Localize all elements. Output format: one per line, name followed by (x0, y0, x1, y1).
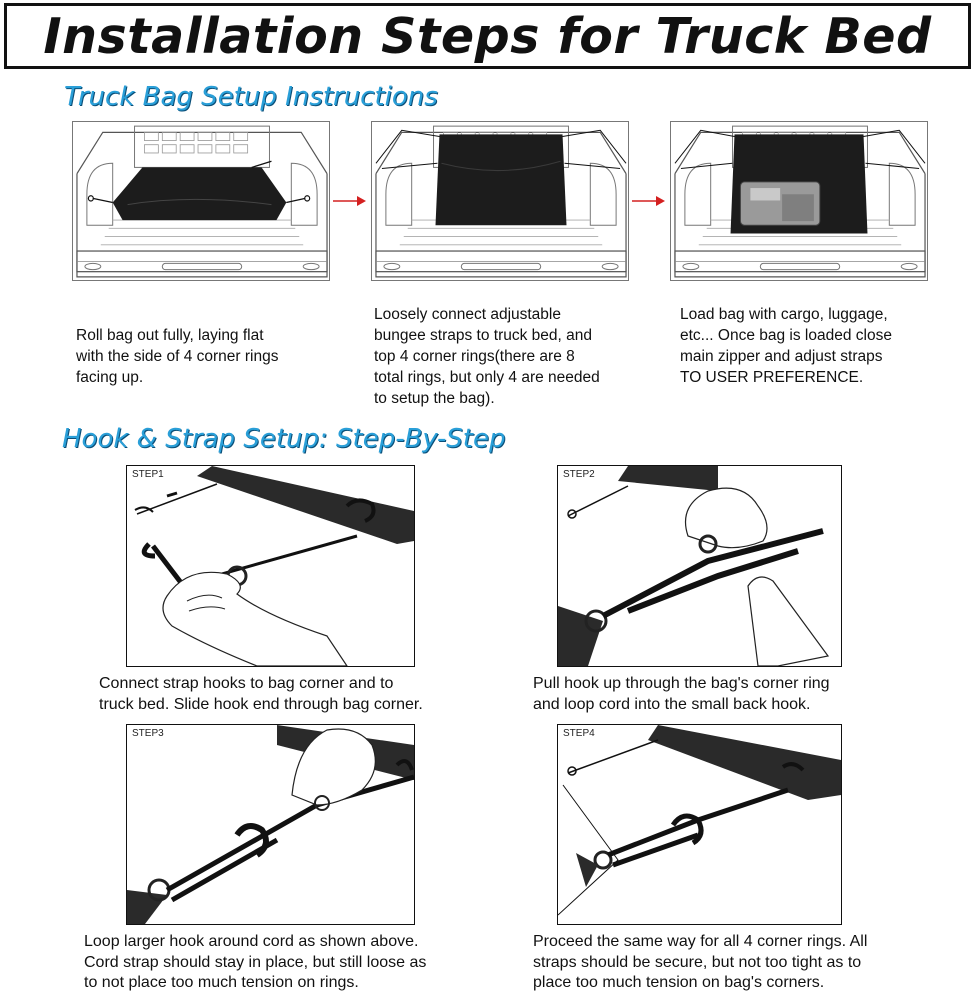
arrow-right-icon (333, 196, 366, 206)
setup-step-1-text: Roll bag out fully, laying flat with the… (76, 327, 279, 386)
setup-heading: Truck Bag Setup Instructions (64, 82, 438, 112)
setup-step-3-text: Load bag with cargo, luggage, etc... Onc… (680, 306, 892, 386)
setup-image-3 (670, 121, 928, 281)
step1-text: Connect strap hooks to bag corner and to… (99, 675, 423, 713)
step4-text: Proceed the same way for all 4 corner ri… (533, 933, 868, 991)
page-title: Installation Steps for Truck Bed (43, 7, 932, 65)
setup-image-2 (371, 121, 629, 281)
step2-text: Pull hook up through the bag's corner ri… (533, 675, 830, 713)
setup-image-1 (72, 121, 330, 281)
step3-text: Loop larger hook around cord as shown ab… (84, 933, 427, 991)
step1-label: STEP1 (132, 469, 164, 480)
step1-image: STEP1 (126, 465, 415, 667)
hook-heading: Hook & Strap Setup: Step-By-Step (62, 424, 506, 454)
step2-image: STEP2 (557, 465, 842, 667)
setup-step-2-text: Loosely connect adjustable bungee straps… (374, 306, 600, 407)
step3-image: STEP3 (126, 724, 415, 925)
step3-label: STEP3 (132, 728, 164, 739)
title-banner: Installation Steps for Truck Bed (4, 3, 971, 69)
step4-label: STEP4 (563, 728, 595, 739)
step4-image: STEP4 (557, 724, 842, 925)
step2-label: STEP2 (563, 469, 595, 480)
arrow-right-icon (632, 196, 665, 206)
